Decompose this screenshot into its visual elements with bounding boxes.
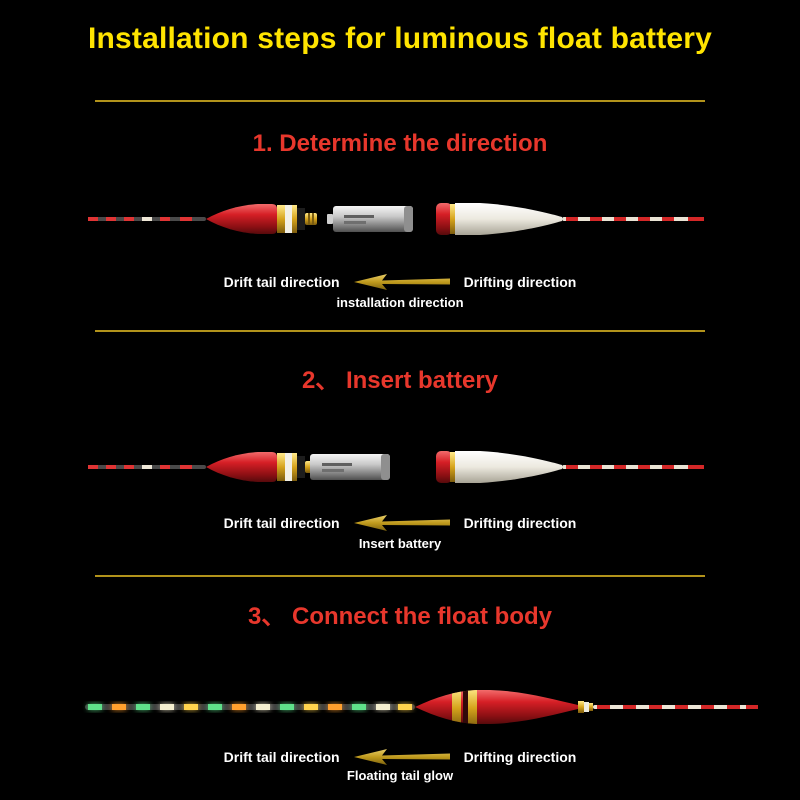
direction-arrow-icon	[353, 274, 450, 290]
direction-labels-step-2: Drift tail direction Drifting direction	[0, 513, 800, 533]
page-title: Installation steps for luminous float ba…	[87, 22, 713, 55]
luminous-tail	[85, 704, 415, 710]
float-body-right	[436, 203, 562, 235]
drifting-direction-label: Drifting direction	[463, 515, 577, 531]
float-illustration-step-1	[88, 203, 704, 235]
float-illustration-step-2	[88, 451, 704, 483]
step-2-caption: Insert battery	[358, 536, 442, 551]
battery	[327, 206, 413, 232]
direction-arrow-icon	[353, 749, 450, 765]
drift-tail-right	[562, 217, 704, 221]
step-1-heading: 1. Determine the direction	[252, 130, 548, 157]
float-body-left	[206, 204, 317, 234]
step-1-caption: installation direction	[336, 295, 464, 310]
direction-labels-step-1: Drift tail direction Drifting direction	[0, 272, 800, 292]
drift-tail-right	[562, 465, 704, 469]
divider	[95, 330, 705, 332]
drifting-direction-label: Drifting direction	[463, 274, 577, 290]
drift-tail-direction-label: Drift tail direction	[223, 515, 340, 531]
divider	[95, 575, 705, 577]
drift-tail-left	[88, 465, 206, 469]
drift-tail-direction-label: Drift tail direction	[223, 274, 340, 290]
step-3-heading: 3、 Connect the float body	[247, 603, 552, 630]
float-body-assembled	[415, 690, 593, 724]
direction-arrow-icon	[353, 515, 450, 531]
step-2-heading: 2、 Insert battery	[301, 367, 499, 394]
direction-labels-step-3: Drift tail direction Drifting direction	[0, 747, 800, 767]
step-3-caption: Floating tail glow	[346, 768, 454, 783]
drift-tail-left	[88, 217, 206, 221]
float-illustration-step-3	[85, 690, 758, 724]
drift-tail-direction-label: Drift tail direction	[223, 749, 340, 765]
float-body-left	[206, 452, 317, 482]
drift-tail-right	[593, 705, 758, 709]
drifting-direction-label: Drifting direction	[463, 749, 577, 765]
float-body-right	[436, 451, 562, 483]
divider	[95, 100, 705, 102]
battery-inserted	[310, 454, 390, 480]
